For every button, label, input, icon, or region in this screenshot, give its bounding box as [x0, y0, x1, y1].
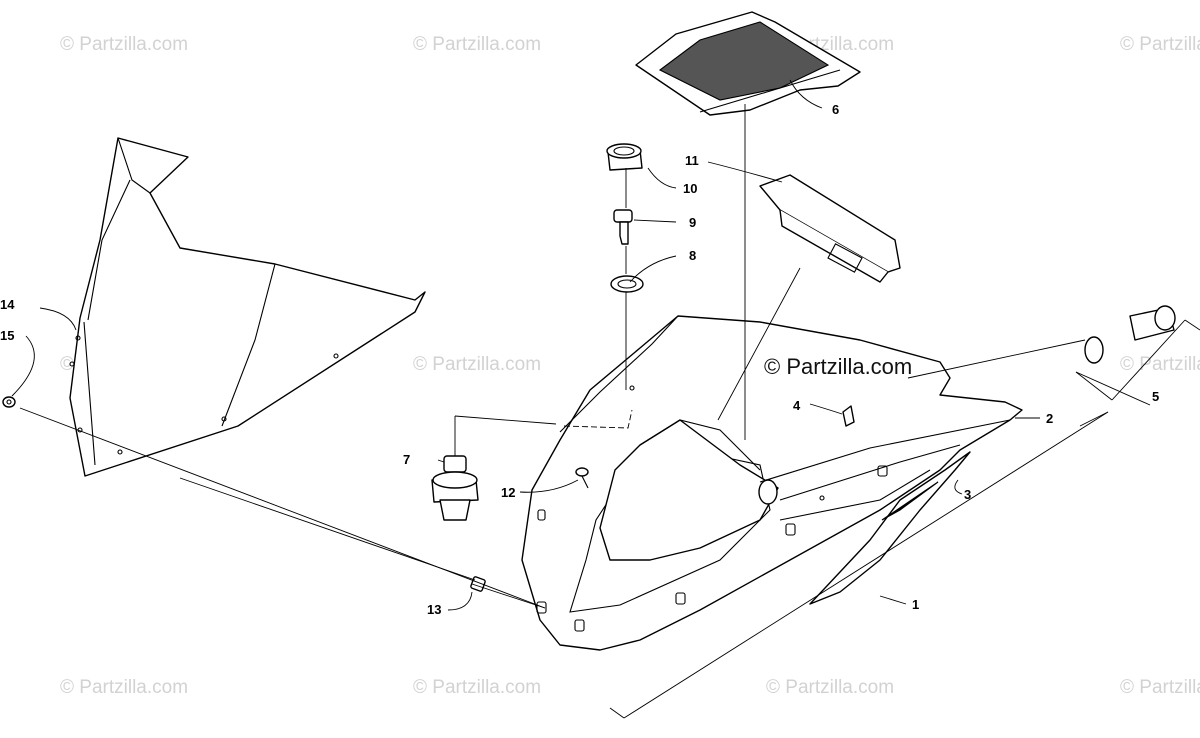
switch-icon [431, 455, 479, 521]
hood-icon [521, 315, 1023, 651]
brand-watermark: © Partzilla.com [764, 354, 912, 379]
callout-9: 9 [689, 215, 696, 230]
decal-icon [809, 451, 971, 605]
watermark: © Partzilla.com [413, 34, 541, 55]
watermark: © Partzilla.com [60, 677, 188, 698]
callout-15: 15 [0, 328, 14, 343]
callout-11: 11 [685, 153, 699, 168]
callout-1: 1 [912, 597, 919, 612]
power-outlet-icon [1084, 305, 1176, 364]
grommet-icon [2, 396, 16, 408]
callout-5: 5 [1152, 389, 1159, 404]
storage-net-icon [635, 11, 861, 116]
callout-4: 4 [793, 398, 801, 413]
callout-13: 13 [427, 602, 441, 617]
callout-12: 12 [501, 485, 515, 500]
windshield-icon [69, 137, 426, 477]
callout-labels: 1 2 3 4 5 6 7 8 9 10 11 12 13 14 15 [0, 102, 1159, 617]
callout-2: 2 [1046, 411, 1053, 426]
ignition-cap-icon [606, 143, 643, 171]
callout-14: 14 [0, 297, 15, 312]
watermark: © Partzilla.com [1120, 677, 1200, 698]
callout-6: 6 [832, 102, 839, 117]
gauge-icon [759, 174, 901, 283]
watermark: © Partzilla.com [1120, 34, 1200, 55]
screw-icon [575, 467, 589, 489]
bezel-ring-icon [610, 275, 644, 293]
callout-8: 8 [689, 248, 696, 263]
watermark: © Partzilla.com [413, 354, 541, 375]
callout-3: 3 [964, 487, 971, 502]
callout-10: 10 [683, 181, 697, 196]
key-icon [613, 209, 633, 245]
watermark: © Partzilla.com [766, 677, 894, 698]
watermark: © Partzilla.com [413, 677, 541, 698]
watermark: © Partzilla.com [1120, 354, 1200, 375]
clip-icon [842, 405, 855, 427]
watermark: © Partzilla.com [60, 34, 188, 55]
leader-lines [11, 79, 1200, 719]
callout-7: 7 [403, 452, 410, 467]
